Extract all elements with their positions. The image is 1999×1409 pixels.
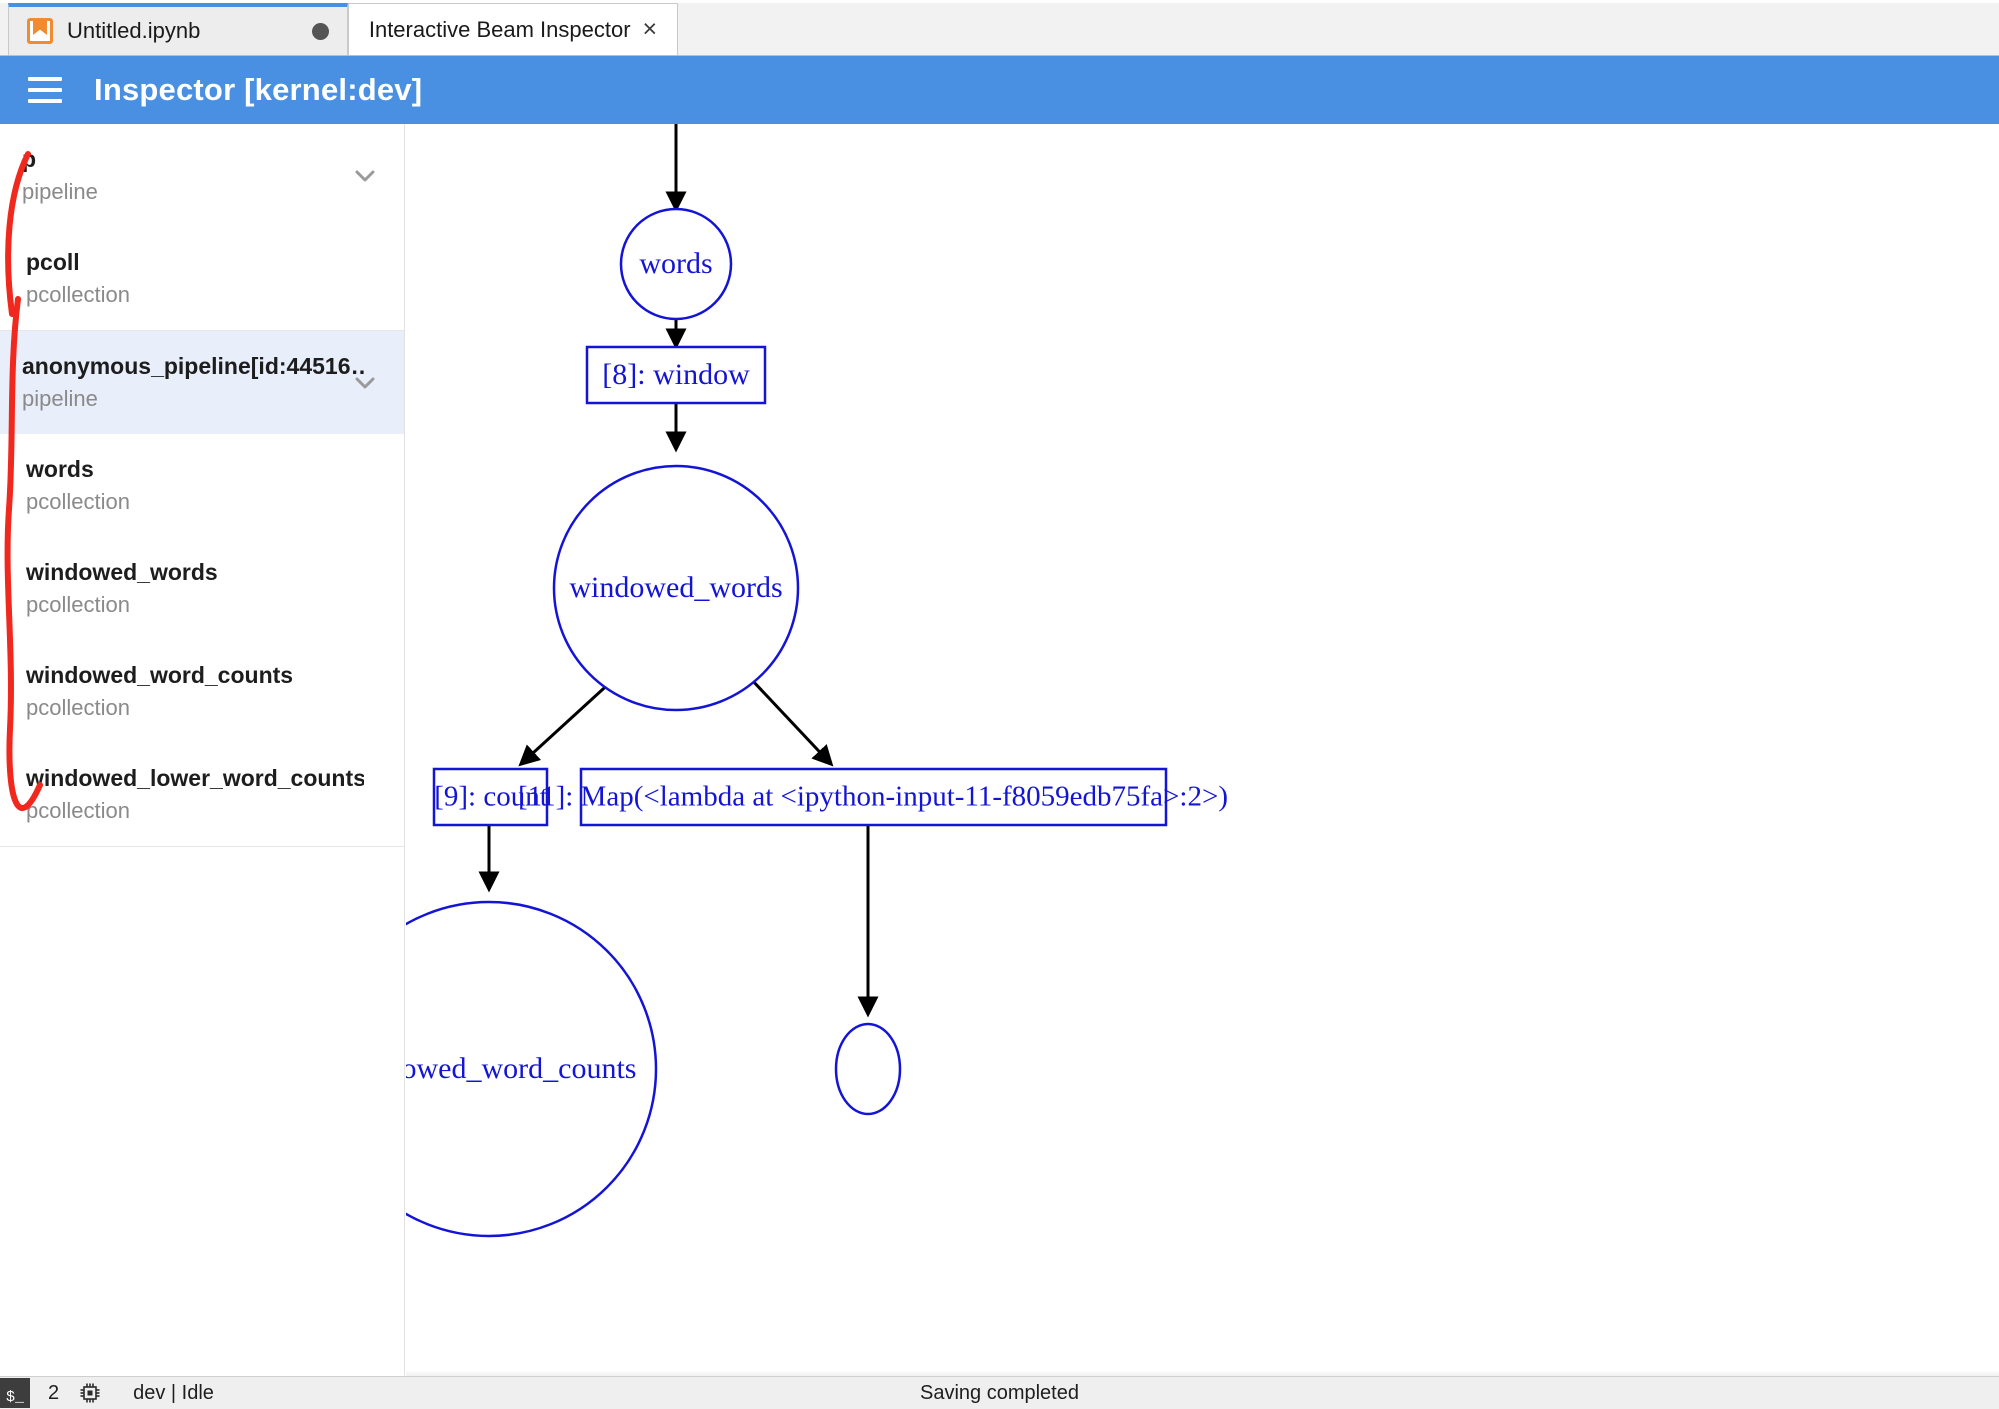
sidebar-item-pcoll[interactable]: pcoll pcollection: [0, 227, 404, 330]
chevron-down-icon[interactable]: [352, 370, 378, 396]
sidebar-item-windowed-words[interactable]: windowed_words pcollection: [0, 537, 404, 640]
tab-bar-accent: [0, 0, 1999, 3]
tab-bar: Untitled.ipynb Interactive Beam Inspecto…: [0, 0, 1999, 56]
graph-node-map[interactable]: [11]: Map(<lambda at <ipython-input-11-f…: [518, 767, 1228, 827]
status-message: Saving completed: [920, 1381, 1079, 1404]
kernel-status[interactable]: dev | Idle: [133, 1381, 214, 1404]
sidebar-item-name: windowed_words: [26, 559, 218, 585]
pipeline-graph-canvas[interactable]: words [8]: window windowed_words [9]: co…: [406, 124, 1999, 1376]
cpu-icon[interactable]: [77, 1380, 103, 1406]
tab-label: Interactive Beam Inspector: [368, 16, 631, 42]
edge-windowed-words-to-map: [749, 677, 834, 767]
inspector-header: Inspector [kernel:dev]: [0, 56, 1999, 124]
graph-node-label: windowed_words: [569, 571, 782, 604]
sidebar-item-kind: pcollection: [26, 489, 130, 514]
hamburger-icon[interactable]: [28, 77, 62, 103]
sidebar-item-kind: pipeline: [22, 386, 98, 411]
sidebar-group-p: p pipeline pcoll pcollection: [0, 124, 404, 331]
graph-node-windowed-word-counts[interactable]: windowed_word_counts: [406, 900, 658, 1238]
sidebar-item-kind: pcollection: [26, 592, 130, 617]
graph-node-window[interactable]: [8]: window: [585, 345, 767, 405]
inspector-body: p pipeline pcoll pcollection anonymous_p…: [0, 124, 1999, 1376]
graph-node-words[interactable]: words: [619, 207, 733, 321]
sidebar-group-anonymous-pipeline: anonymous_pipeline[id:44516… pipeline wo…: [0, 331, 404, 847]
sidebar-item-windowed-word-counts[interactable]: windowed_word_counts pcollection: [0, 640, 404, 743]
inspector-sidebar: p pipeline pcoll pcollection anonymous_p…: [0, 124, 405, 1376]
sidebar-item-name: windowed_lower_word_counts: [26, 765, 364, 791]
graph-node-windowed-words[interactable]: windowed_words: [552, 464, 800, 712]
terminal-count: 2: [48, 1381, 60, 1404]
canvas-scroll-shadow: [406, 1370, 1999, 1376]
graph-node-label: [8]: window: [602, 358, 750, 391]
sidebar-item-anonymous-pipeline[interactable]: anonymous_pipeline[id:44516… pipeline: [0, 331, 404, 434]
sidebar-item-windowed-lower-word-counts[interactable]: windowed_lower_word_counts pcollection: [0, 743, 404, 846]
sidebar-item-words[interactable]: words pcollection: [0, 434, 404, 537]
pipeline-graph-svg: words [8]: window windowed_words [9]: co…: [406, 124, 1228, 1238]
sidebar-item-name: pcoll: [26, 249, 80, 275]
status-bar: Saving completed $_ 2 dev | Idle: [0, 1376, 1999, 1409]
tab-untitled-notebook[interactable]: Untitled.ipynb: [8, 3, 348, 55]
tab-interactive-beam-inspector[interactable]: Interactive Beam Inspector ×: [348, 3, 678, 55]
graph-node-label: words: [639, 247, 712, 280]
sidebar-item-p[interactable]: p pipeline: [0, 124, 404, 227]
close-icon[interactable]: ×: [642, 15, 658, 43]
sidebar-item-name: words: [26, 456, 94, 482]
unsaved-changes-dot-icon[interactable]: [312, 22, 329, 40]
sidebar-item-kind: pipeline: [22, 179, 98, 204]
graph-node-count[interactable]: [9]: count: [432, 767, 549, 827]
graph-node-label: [11]: Map(<lambda at <ipython-input-11-f…: [518, 781, 1228, 813]
sidebar-item-kind: pcollection: [26, 695, 130, 720]
sidebar-item-name: p: [22, 146, 37, 172]
graph-node-unnamed[interactable]: [834, 1022, 902, 1116]
sidebar-item-name: anonymous_pipeline[id:44516…: [22, 353, 364, 379]
notebook-icon: [27, 18, 53, 44]
terminal-icon[interactable]: $_: [0, 1378, 30, 1408]
sidebar-item-kind: pcollection: [26, 798, 130, 823]
graph-node-label: windowed_word_counts: [406, 1052, 636, 1085]
graph-node-label: [9]: count: [434, 781, 548, 813]
page-title: Inspector [kernel:dev]: [94, 72, 423, 107]
tab-label: Untitled.ipynb: [67, 18, 201, 43]
sidebar-item-name: windowed_word_counts: [26, 662, 294, 688]
chevron-down-icon[interactable]: [352, 163, 378, 189]
sidebar-item-kind: pcollection: [26, 282, 130, 307]
graph-edges: [478, 124, 879, 1018]
edge-windowed-words-to-count: [518, 677, 616, 767]
